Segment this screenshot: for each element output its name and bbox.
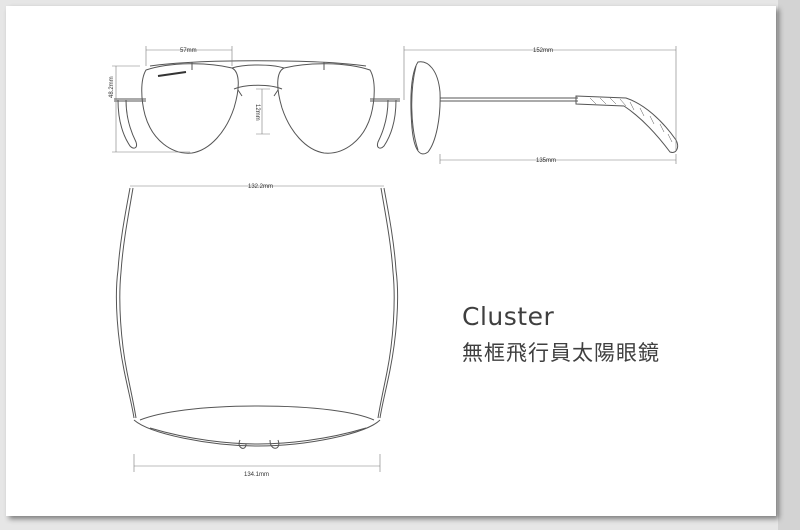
drawing-frame: [6, 6, 776, 516]
side-temple: [440, 97, 578, 102]
top-view-nosepads: [238, 439, 280, 449]
product-description: 無框飛行員太陽眼鏡: [462, 341, 660, 365]
top-view-lens-front: [133, 419, 381, 447]
lens-width-label: 57mm: [180, 48, 197, 54]
top-bar: [149, 60, 367, 67]
side-temple-tip: [575, 95, 679, 153]
bridge: [233, 84, 283, 90]
left-temple-top-inner: [119, 187, 137, 419]
side-lens-inner: [411, 65, 419, 151]
left-hinge: [114, 98, 146, 102]
right-temple-tip: [377, 99, 397, 149]
top-view: [115, 187, 399, 449]
left-temple-top: [115, 187, 135, 419]
nose-pads: [237, 89, 279, 97]
right-lens: [277, 63, 375, 154]
right-temple-top: [379, 187, 399, 419]
side-temple-pattern: [589, 97, 673, 143]
top-screws: [191, 62, 325, 70]
side-lens: [410, 61, 441, 155]
side-view: [410, 61, 679, 155]
right-edge-strip: [778, 0, 800, 530]
right-temple-top-inner: [377, 187, 395, 419]
side-length-label: 152mm: [533, 48, 553, 54]
front-dimensions: [112, 46, 270, 153]
right-hinge: [370, 98, 400, 102]
top-bar-inner: [231, 64, 285, 69]
lens-height-label: 48.2mm: [109, 76, 115, 98]
top-view-lens-back: [139, 405, 375, 421]
inner-width-label: 132.2mm: [248, 184, 273, 190]
lens-logo: [157, 71, 187, 77]
product-name: Cluster: [462, 302, 555, 331]
top-dimensions: [130, 185, 384, 472]
top-view-bar: [149, 427, 367, 445]
front-view: [114, 60, 400, 154]
side-dimensions: [403, 46, 677, 164]
frame-width-label: 134.1mm: [244, 472, 269, 478]
temple-length-label: 135mm: [536, 158, 556, 164]
left-lens: [141, 63, 239, 154]
bridge-height-label: 12mm: [254, 104, 260, 121]
left-temple-tip: [117, 99, 137, 149]
